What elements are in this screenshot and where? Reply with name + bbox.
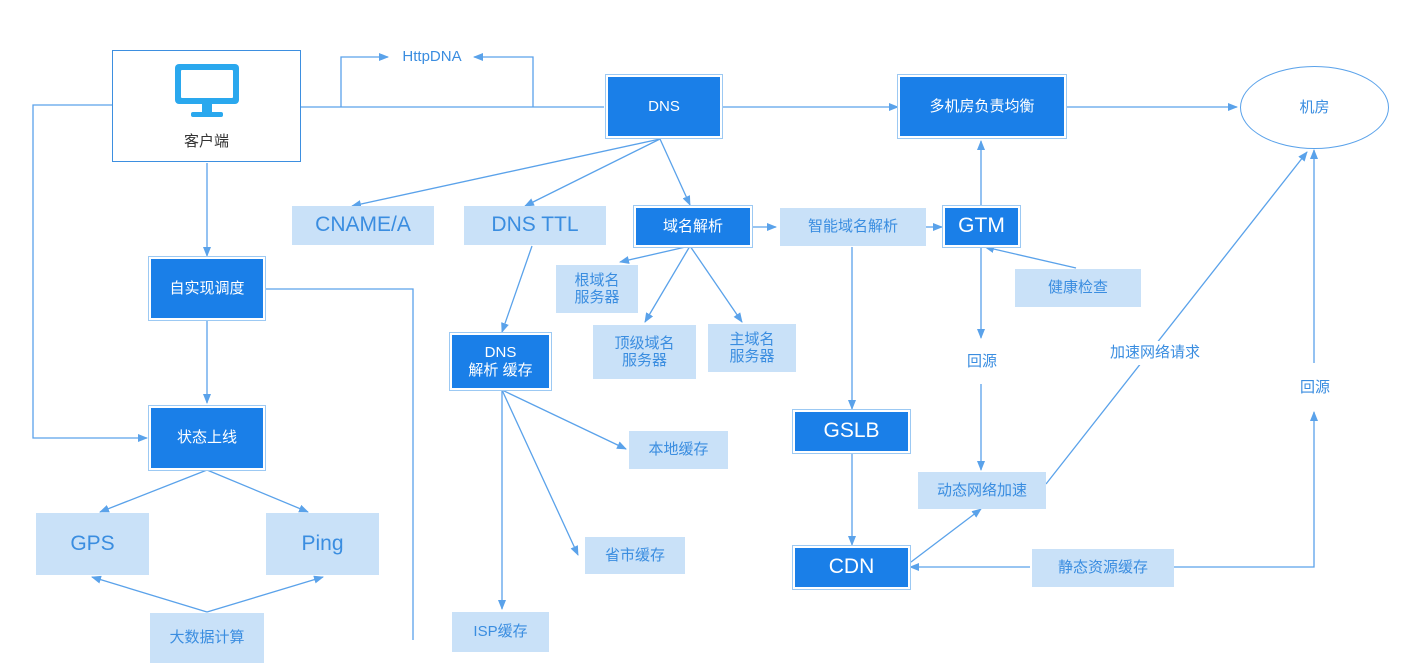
primary-ns-line1: 主域名 <box>729 330 775 348</box>
ping-node: Ping <box>266 513 379 575</box>
edge-cache-province <box>501 389 579 556</box>
cname-node: CNAME/A <box>292 206 434 245</box>
gps-node: GPS <box>36 513 149 575</box>
back-to-origin-label-2: 回源 <box>1290 376 1340 400</box>
domain-resolve-node: 域名解析 <box>634 206 752 247</box>
client-node: 客户端 <box>112 50 301 162</box>
dns-cache-line2: 解析 缓存 <box>468 361 533 379</box>
edge-client-status <box>32 104 148 442</box>
primary-ns-node: 主域名 服务器 <box>708 324 796 372</box>
edge-static-origin <box>1174 411 1318 568</box>
connector-layer <box>32 53 1318 640</box>
edge-bigdata-ping <box>206 575 324 613</box>
edge-resolve-tld <box>644 245 691 323</box>
tld-ns-node: 顶级域名 服务器 <box>593 325 696 379</box>
edge-client-httpdns <box>340 53 389 107</box>
static-cache-node: 静态资源缓存 <box>1032 549 1174 587</box>
back-to-origin-label-1: 回源 <box>956 350 1008 374</box>
gslb-node: GSLB <box>793 410 910 453</box>
datacenter-node: 机房 <box>1240 66 1389 149</box>
edge-dns-resolve <box>659 138 691 206</box>
isp-cache-node: ISP缓存 <box>452 612 549 652</box>
edge-dns-ttl <box>524 138 661 207</box>
online-status-node: 状态上线 <box>149 406 265 470</box>
cdn-node: CDN <box>793 546 910 589</box>
accelerate-request-label: 加速网络请求 <box>1100 341 1210 365</box>
edge-schedule-right <box>265 288 414 640</box>
dns-node: DNS <box>606 75 722 138</box>
smart-resolve-node: 智能域名解析 <box>780 208 926 246</box>
local-cache-node: 本地缓存 <box>629 431 728 469</box>
root-ns-node: 根域名 服务器 <box>556 265 638 313</box>
tld-ns-line1: 顶级域名 <box>614 334 675 352</box>
edge-dns-cname <box>351 138 661 208</box>
monitor-icon <box>173 62 241 124</box>
health-check-node: 健康检查 <box>1015 269 1141 307</box>
root-ns-line1: 根域名 <box>574 271 620 289</box>
edge-ttl-cache <box>501 245 533 333</box>
root-ns-line2: 服务器 <box>574 289 620 306</box>
edge-bigdata-gps <box>91 575 208 613</box>
gtm-node: GTM <box>943 206 1020 247</box>
dns-cache-node: DNS 解析 缓存 <box>450 333 551 390</box>
edge-cdn-dynamic <box>901 508 982 571</box>
edge-resolve-primary <box>689 245 743 323</box>
client-label: 客户端 <box>183 132 229 150</box>
province-cache-node: 省市缓存 <box>585 537 685 574</box>
edge-health-gtm <box>984 245 1077 269</box>
edge-status-gps <box>99 469 208 513</box>
dynamic-accel-node: 动态网络加速 <box>918 472 1046 509</box>
dns-ttl-node: DNS TTL <box>464 206 606 245</box>
dns-cache-line1: DNS <box>484 344 517 362</box>
edge-cache-local <box>501 389 627 450</box>
primary-ns-line2: 服务器 <box>729 348 775 365</box>
multi-dc-lb-node: 多机房负责均衡 <box>898 75 1066 138</box>
edge-dynamic-datacenter <box>1045 151 1308 485</box>
httpdns-label: HttpDNA <box>402 48 462 66</box>
edge-resolve-root <box>619 245 691 264</box>
edge-status-ping <box>206 469 309 513</box>
self-schedule-node: 自实现调度 <box>149 257 265 320</box>
tld-ns-line2: 服务器 <box>621 352 667 369</box>
bigdata-node: 大数据计算 <box>150 613 264 663</box>
edge-dns-httpdns <box>473 53 534 107</box>
